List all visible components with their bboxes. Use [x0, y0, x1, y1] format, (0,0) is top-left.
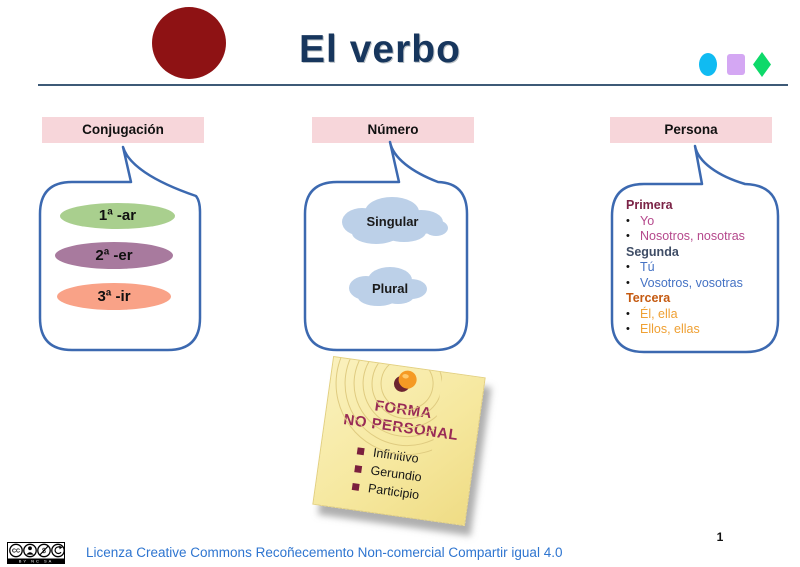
persona-speech-bubble	[610, 144, 780, 354]
bullet-icon: •	[626, 276, 630, 289]
sticky-note: FORMA NO PERSONAL Infinitivo Gerundio Pa…	[312, 356, 486, 526]
conjugation-pill-er: 2ª -er	[55, 242, 173, 269]
persona-item: • Nosotros, nosotras	[626, 229, 745, 243]
singular-label: Singular	[366, 214, 419, 229]
page-number: 1	[716, 530, 724, 544]
note-arc-decoration	[335, 357, 443, 456]
plural-label: Plural	[371, 281, 409, 296]
conjugation-pill-ir: 3ª -ir	[57, 283, 171, 310]
pushpin-icon	[393, 370, 417, 392]
square-bullet-icon	[351, 482, 360, 491]
cc-text: CC	[12, 549, 20, 555]
bullet-icon: •	[626, 230, 630, 242]
bullet-icon: •	[626, 323, 630, 335]
title-underline	[38, 84, 788, 86]
bullet-icon: •	[626, 307, 630, 320]
cc-badge-labels: BY NC SA	[19, 558, 54, 563]
persona-item: • Él, ella	[626, 306, 678, 321]
persona-group-title: Primera	[626, 198, 673, 212]
plural-cloud-shape	[349, 267, 427, 306]
conjugacion-header: Conjugación	[42, 117, 204, 143]
persona-item: • Yo	[626, 213, 655, 228]
diamond-shape-icon	[753, 52, 771, 77]
singular-cloud-shape	[342, 197, 448, 244]
square-shape-icon	[727, 54, 745, 75]
page-title: El verbo	[299, 28, 461, 71]
ellipse-shape-icon	[699, 53, 717, 76]
persona-group-title: Segunda	[626, 244, 679, 259]
license-link[interactable]: Licenza Creative Commons Recoñecemento N…	[86, 545, 563, 560]
persona-item: • Tú	[626, 260, 655, 274]
persona-item: • Vosotros, vosotras	[626, 275, 743, 290]
dollar-icon: $	[42, 548, 46, 555]
numero-speech-bubble	[303, 140, 469, 352]
bullet-icon: •	[626, 214, 630, 227]
numero-header: Número	[312, 117, 474, 143]
conjugation-pill-ar: 1ª -ar	[60, 203, 175, 229]
persona-list: Primera • Yo • Nosotros, nosotras Segund…	[626, 198, 776, 338]
accent-circle	[152, 7, 226, 79]
cc-license-badge-icon: CC $ BY NC SA	[7, 542, 65, 564]
persona-item: • Ellos, ellas	[626, 322, 700, 336]
persona-header: Persona	[610, 117, 772, 143]
bullet-icon: •	[626, 261, 630, 273]
number-clouds	[342, 197, 448, 306]
persona-group-title: Tercera	[626, 291, 671, 305]
